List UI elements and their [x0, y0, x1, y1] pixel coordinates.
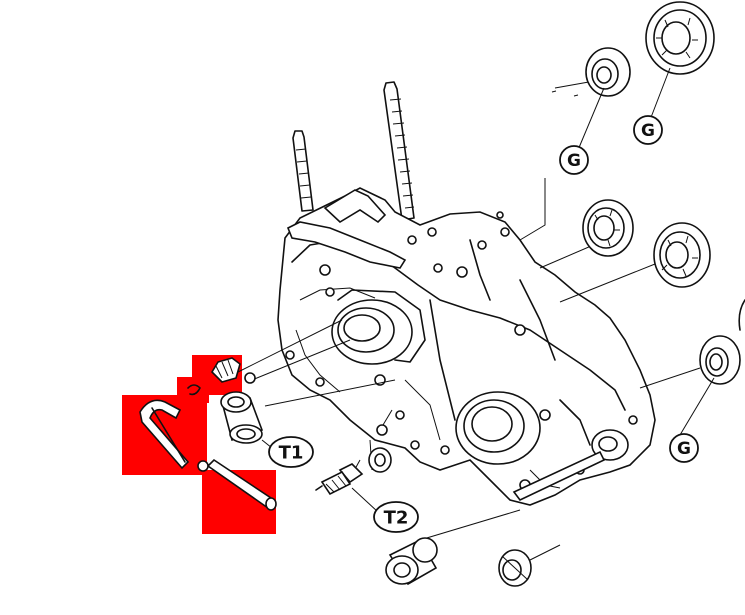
- sensor-t2: [315, 463, 364, 496]
- callout-label-t2: T2: [373, 501, 419, 533]
- bearing-top-small: [585, 47, 631, 97]
- washer: [368, 447, 392, 473]
- crankcase-half: [277, 187, 656, 506]
- assembly-leaders: [237, 79, 701, 561]
- callout-text-g-right: G: [677, 439, 691, 459]
- cylinder-stud-short: [292, 130, 314, 212]
- stray-marks: [551, 90, 579, 97]
- bearing-top-large: [645, 1, 715, 75]
- callout-text-g-middle: G: [567, 151, 581, 171]
- bushing-t1: [220, 391, 264, 444]
- oil-seal-right: [699, 335, 741, 385]
- callout-text-t1: T1: [279, 443, 304, 464]
- oil-seal-bottom: [498, 549, 532, 587]
- callout-label-g-middle: G: [559, 145, 589, 175]
- callout-text-t2: T2: [384, 508, 409, 529]
- callout-text-g-top: G: [641, 121, 655, 141]
- callout-label-t1: T1: [268, 436, 314, 468]
- small-ring: [376, 424, 388, 436]
- breather-hose: [139, 399, 190, 470]
- breather-tube: [197, 458, 277, 511]
- label-leaders: [261, 67, 715, 513]
- bearing-middle-right: [653, 222, 711, 288]
- bushing-bottom: [385, 537, 438, 586]
- callout-label-g-right: G: [669, 433, 699, 463]
- hose-clip: [187, 384, 201, 396]
- bearing-middle-left: [582, 199, 634, 257]
- cylinder-stud-long: [383, 81, 415, 221]
- callout-label-g-top: G: [633, 115, 663, 145]
- breather-fitting: [210, 357, 256, 384]
- partial-seal-edge: [738, 299, 745, 331]
